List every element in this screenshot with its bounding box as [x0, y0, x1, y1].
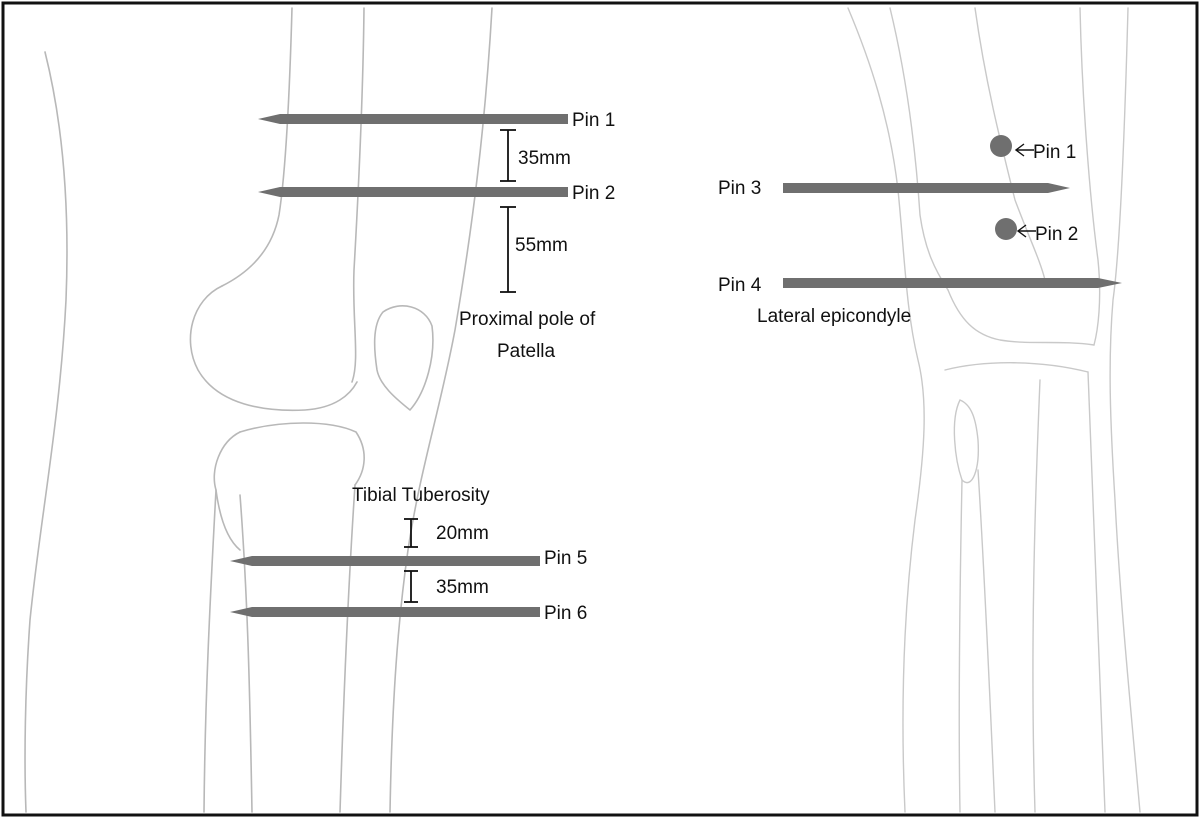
pin5-label: Pin 5 — [544, 548, 587, 569]
pin3-label: Pin 3 — [718, 178, 761, 199]
pin6-left — [230, 607, 540, 617]
lateral-epicondyle-label: Lateral epicondyle — [757, 306, 911, 327]
patella-label-line2: Patella — [497, 341, 556, 362]
pin1-left — [258, 114, 568, 124]
pin2-end-label: Pin 2 — [1035, 224, 1078, 245]
pin1-label: Pin 1 — [572, 110, 615, 131]
dimension-55mm: 55mm — [515, 235, 568, 256]
pin5-left — [230, 556, 540, 566]
pin4-right — [783, 278, 1122, 288]
pin2-label: Pin 2 — [572, 183, 615, 204]
pin2-end-arrow — [1016, 224, 1036, 238]
pin3-right — [783, 183, 1070, 193]
pin2-left — [258, 187, 568, 197]
dimension-marker-20mm — [404, 518, 418, 548]
dimension-marker-35mm-lower — [404, 570, 418, 603]
pin1-end-label: Pin 1 — [1033, 142, 1076, 163]
pin1-end-arrow — [1014, 143, 1034, 157]
pin4-label: Pin 4 — [718, 275, 762, 296]
dimension-marker-35mm-upper — [500, 129, 516, 182]
left-knee-sketch — [24, 7, 493, 813]
pin2-end-dot — [995, 218, 1017, 240]
right-knee-sketch — [847, 7, 1141, 813]
dimension-marker-55mm — [500, 206, 516, 293]
pin1-end-dot — [990, 135, 1012, 157]
pin6-label: Pin 6 — [544, 603, 587, 624]
dimension-35mm-lower: 35mm — [436, 577, 489, 598]
dimension-35mm-upper: 35mm — [518, 148, 571, 169]
dimension-20mm: 20mm — [436, 523, 489, 544]
patella-label-line1: Proximal pole of — [459, 309, 596, 330]
tibial-tuberosity-label: Tibial Tuberosity — [352, 485, 490, 506]
